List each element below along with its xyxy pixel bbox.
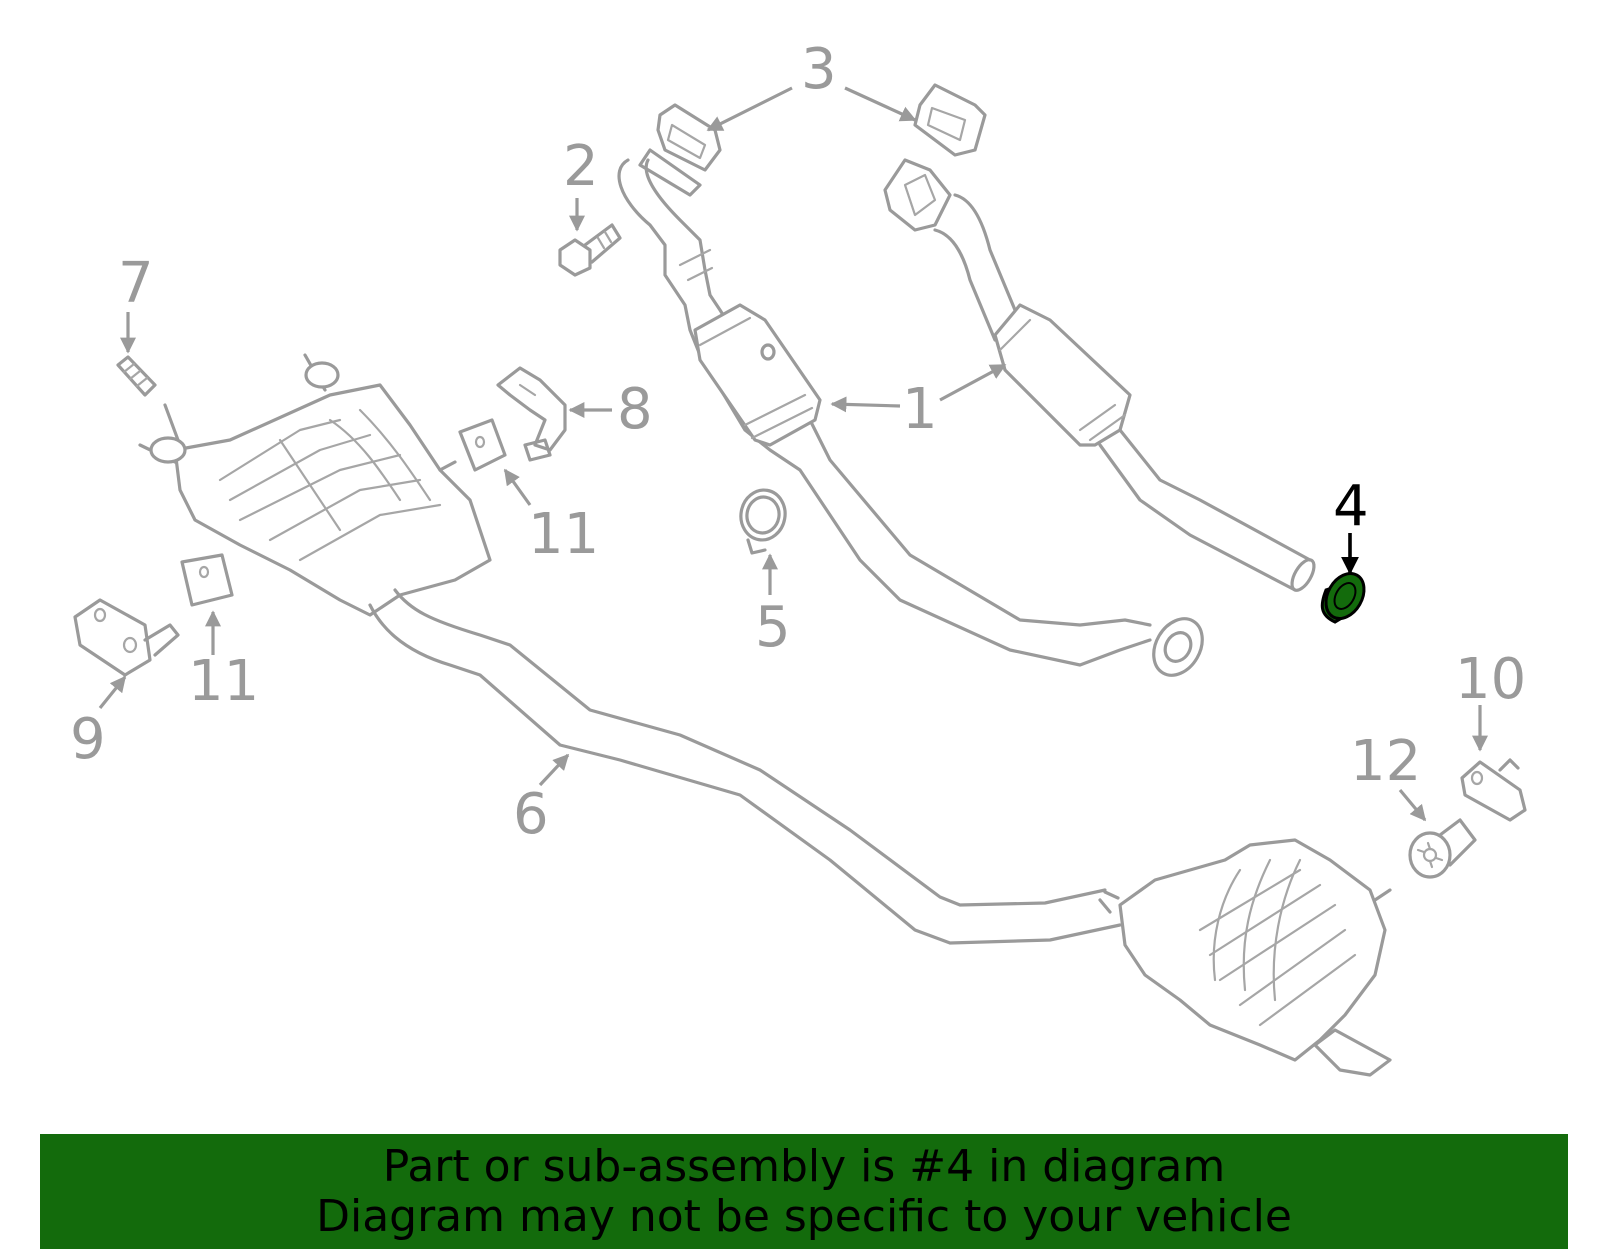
callout-6: 6 <box>513 782 549 847</box>
callout-5: 5 <box>755 595 791 660</box>
catalytic-converter-right <box>883 158 1316 592</box>
intermediate-pipe <box>368 588 1122 945</box>
front-muffler <box>138 353 492 617</box>
rear-muffler <box>1118 838 1392 1077</box>
hanger-bracket <box>496 366 567 462</box>
catalytic-converter-left <box>617 148 1204 677</box>
callout-10: 10 <box>1455 647 1526 712</box>
insulator-pad-lower <box>180 553 234 607</box>
info-banner: Part or sub-assembly is #4 in diagram Di… <box>40 1134 1568 1249</box>
banner-line-2: Diagram may not be specific to your vehi… <box>316 1191 1292 1242</box>
callout-4: 4 <box>1333 474 1369 539</box>
callout-11-upper: 11 <box>528 502 599 567</box>
stud <box>116 355 157 397</box>
callout-7: 7 <box>118 251 154 316</box>
callout-3: 3 <box>801 37 837 102</box>
insulator-pad-upper <box>458 418 507 472</box>
rear-hanger <box>1460 758 1527 822</box>
callout-12: 12 <box>1350 729 1421 794</box>
callout-1: 1 <box>902 377 938 442</box>
rubber-isolator <box>1408 818 1477 879</box>
highlighted-part-4[interactable] <box>1318 567 1371 626</box>
gasket-left <box>656 103 722 172</box>
callout-2: 2 <box>563 134 599 199</box>
bolt <box>558 223 622 277</box>
callout-8: 8 <box>617 377 653 442</box>
gasket-right <box>913 83 987 157</box>
clamp <box>739 488 787 555</box>
callout-9: 9 <box>70 707 106 772</box>
banner-line-1: Part or sub-assembly is #4 in diagram <box>382 1141 1226 1192</box>
callout-11-lower: 11 <box>188 649 259 714</box>
mounting-bracket <box>73 598 180 677</box>
leader-lines <box>98 86 1488 822</box>
